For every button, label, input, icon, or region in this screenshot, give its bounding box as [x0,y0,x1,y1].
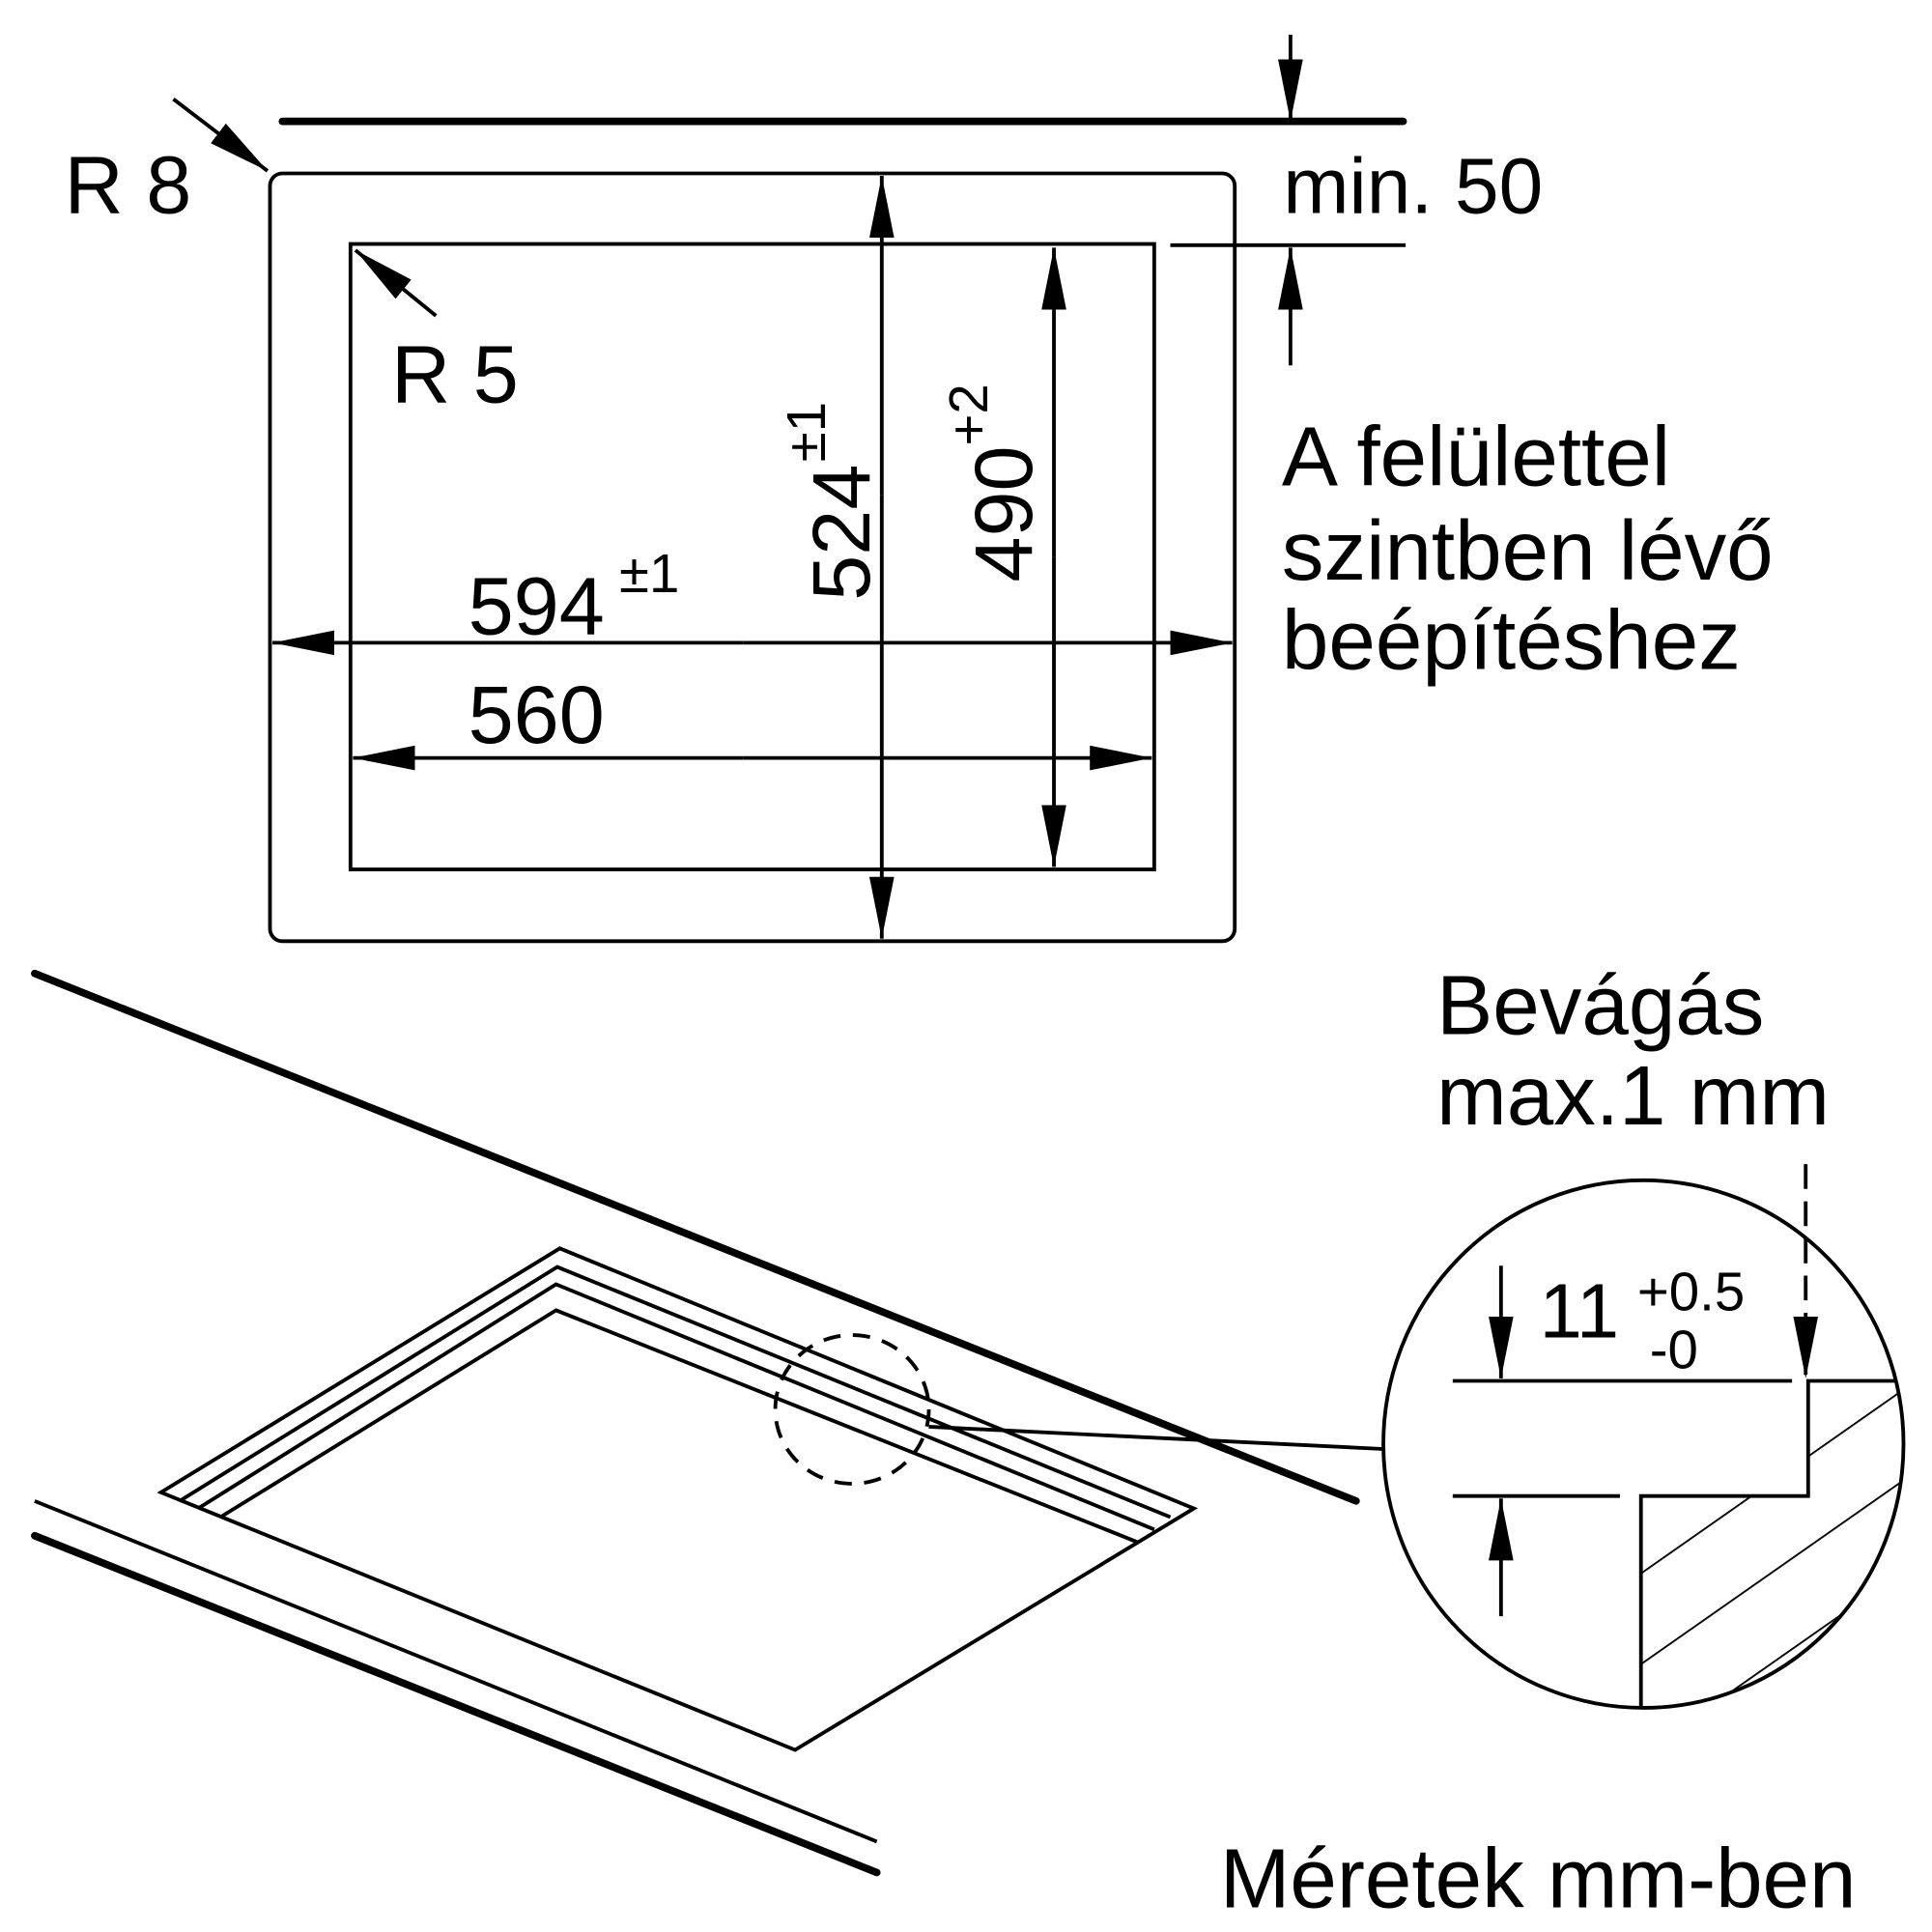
hob-perspective [156,1246,1199,1752]
flush-note-line1: A felülettel [1282,411,1670,504]
notch-note-line2: max.1 mm [1436,1049,1830,1143]
notch-note-line1: Bevágás [1436,959,1764,1053]
detail-magnifier-circle [1381,1178,1906,1710]
flush-note-line2: szintben lévő [1282,504,1774,598]
dim-524-tolerance: ±1 [776,402,837,462]
section-hatch [1638,1378,1904,1708]
depth-value: 11 [1540,1268,1620,1354]
depth-tolerance-minus: -0 [1650,1320,1698,1380]
dim-490-value: 490 [957,445,1049,582]
r5-label: R 5 [391,328,519,420]
flush-note-line3: beépítéshez [1282,593,1741,687]
dim-594-value: 594 [469,559,605,651]
dim-524-value: 524 [795,465,887,601]
dim-524-text: 524 ±1 [776,402,887,601]
worktop-front-edge-top [34,1499,878,1844]
r8-arrow [172,98,270,173]
worktop-back-edge [31,969,1360,1505]
dim-560-value: 560 [469,668,605,760]
r8-label: R 8 [65,139,192,231]
detail-leader-line [928,1425,1384,1451]
inner-cutout-outline [348,242,1156,871]
min50-label: min. 50 [1283,143,1543,231]
r5-arrow [354,248,438,318]
dim-594-tolerance: ±1 [619,543,679,604]
depth-tolerance-plus: +0.5 [1637,1261,1745,1321]
detail-dashed-circle [773,1333,931,1486]
outer-cutout-outline [268,171,1237,944]
dim-490-tolerance: +2 [938,384,999,445]
dim-490-text: 490 +2 [938,384,1049,582]
worktop-front-edge [31,1531,881,1877]
units-note: Méretek mm-ben [1220,1832,1857,1925]
